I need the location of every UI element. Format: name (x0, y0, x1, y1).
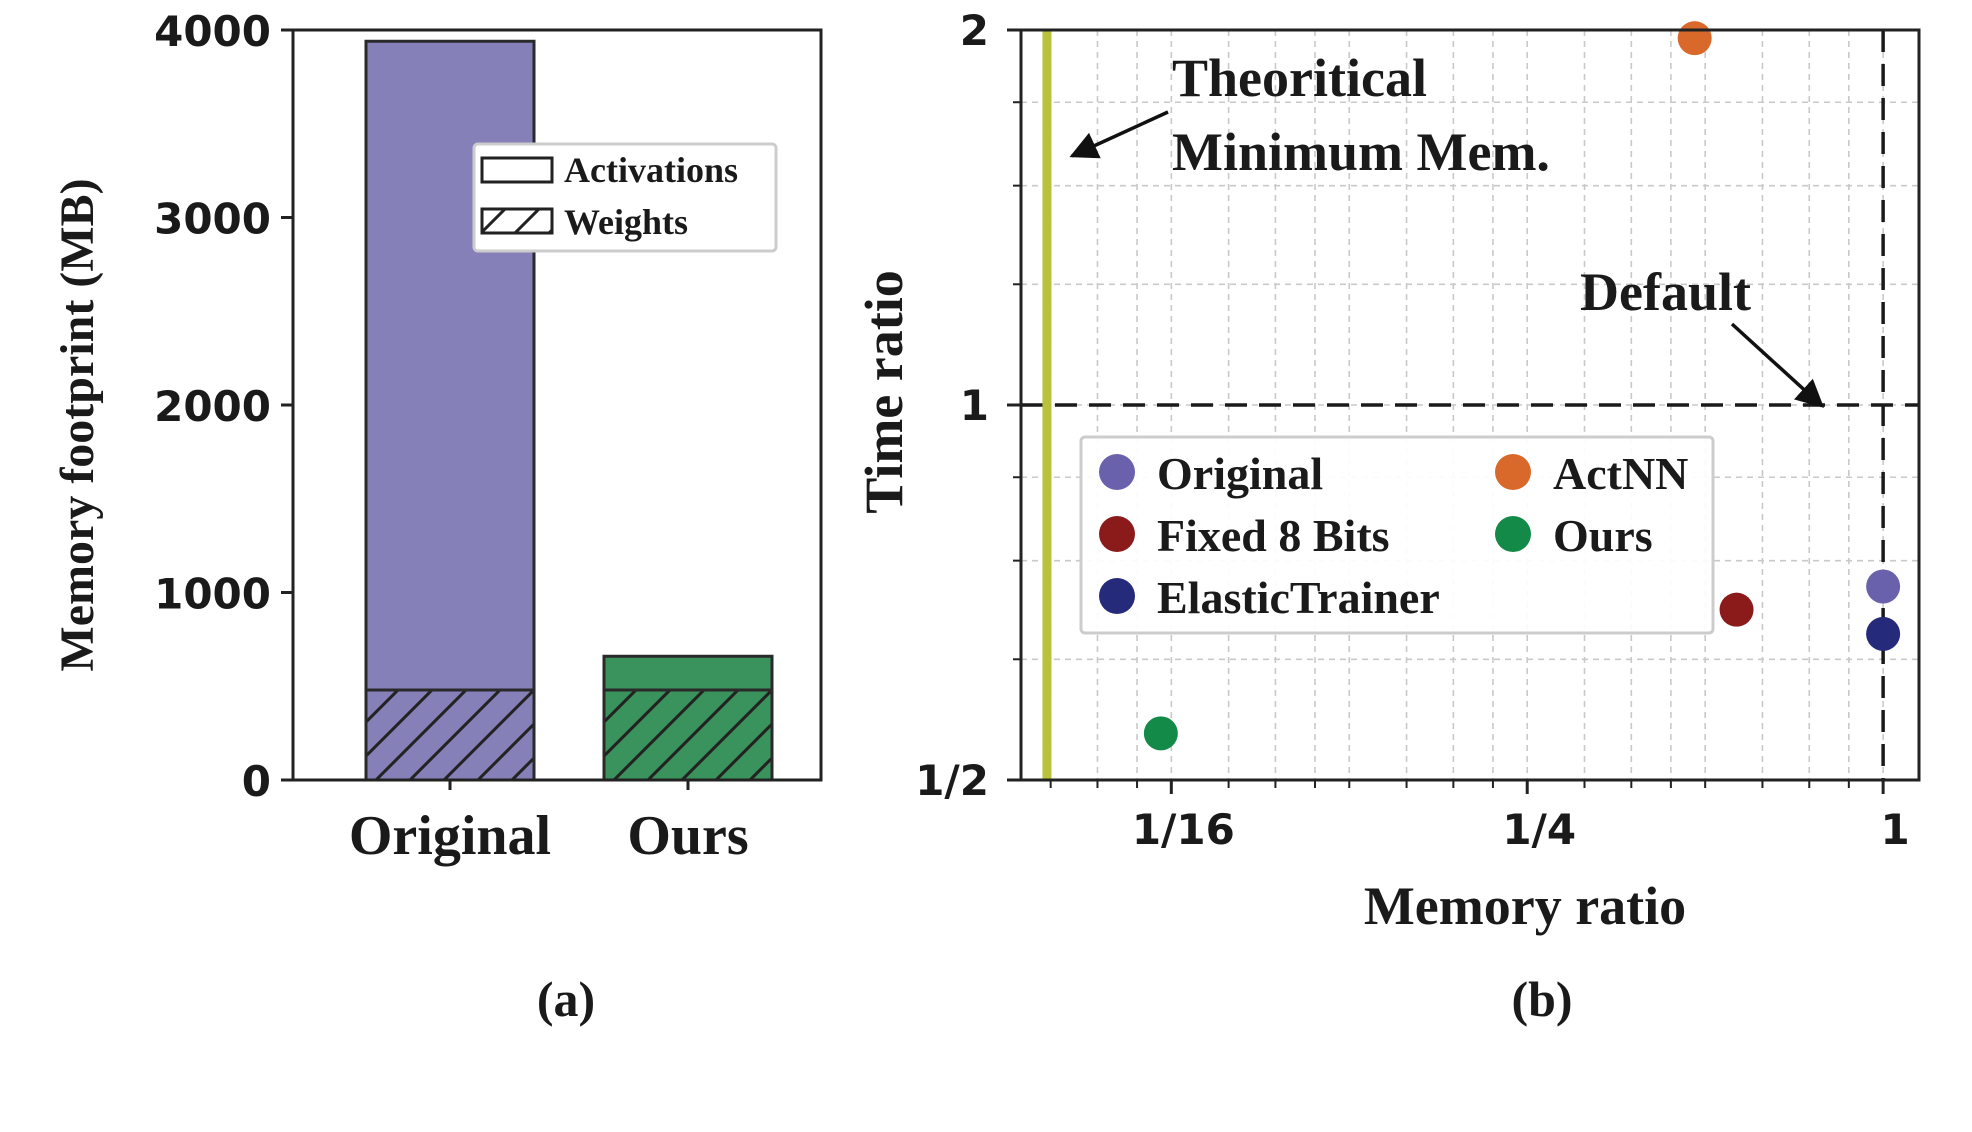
a-x-ticks: Original Ours (349, 780, 749, 867)
b-x-tick-label: 1 (1881, 805, 1910, 854)
a-caption: (a) (537, 971, 595, 1027)
b-annotation-default-arrow (1730, 322, 1825, 408)
b-legend-marker (1099, 454, 1135, 490)
b-y-axis-label: Time ratio (854, 270, 914, 513)
b-legend-entry-original: Original (1099, 448, 1323, 499)
b-x-tick-label: 1/16 (1132, 805, 1235, 854)
b-legend-marker (1099, 578, 1135, 614)
b-annotation-min-mem-arrow (1069, 110, 1169, 159)
b-legend-label: Fixed 8 Bits (1157, 510, 1390, 561)
a-legend-swatch-hatched (480, 207, 554, 235)
b-point-actnn (1677, 21, 1712, 56)
a-bars (364, 39, 774, 782)
a-legend-label-weights: Weights (564, 202, 688, 242)
b-y-tick-label: 1 (960, 381, 989, 430)
b-legend-label: ActNN (1553, 448, 1688, 499)
panel-b-scatter-chart: 1/16 1/4 1 1/2 1 2 Theoritical Minimum Mem. D… (854, 6, 1921, 1027)
b-x-axis-label: Memory ratio (1364, 876, 1686, 936)
a-y-tick-label: 1000 (154, 570, 271, 619)
b-legend-entry-actnn: ActNN (1495, 448, 1688, 499)
b-legend-entry-ours: Ours (1495, 510, 1653, 561)
panel-a-bar-chart: 0 1000 2000 3000 4000 Original Ours Memory fo… (51, 7, 823, 1027)
b-point-original (1866, 569, 1901, 604)
b-annotation-min-mem-line1: Theoritical (1172, 48, 1427, 108)
b-point-elastictrainer (1866, 616, 1901, 651)
b-legend-label: ElasticTrainer (1157, 572, 1440, 623)
b-reference-lines (1021, 30, 1919, 780)
a-y-tick-label: 3000 (154, 195, 271, 244)
a-bar-ours-weights-hatch (602, 688, 774, 782)
b-legend-label: Original (1157, 448, 1323, 499)
b-legend-entry-fixed-8-bits: Fixed 8 Bits (1099, 510, 1390, 561)
a-x-tick-label-ours: Ours (627, 805, 748, 867)
b-legend-marker (1099, 516, 1135, 552)
b-legend-label: Ours (1553, 510, 1653, 561)
a-x-tick-label-original: Original (349, 805, 551, 867)
b-annotation-min-mem: Theoritical Minimum Mem. (1069, 48, 1550, 182)
a-y-tick-label: 4000 (154, 7, 271, 56)
a-legend-entry-weights: Weights (480, 202, 688, 242)
a-bar-ours-activations (602, 654, 774, 692)
b-caption: (b) (1511, 971, 1572, 1027)
b-annotation-default: Default (1580, 262, 1825, 408)
a-axes-frame (291, 28, 823, 782)
b-legend-entry-elastictrainer: ElasticTrainer (1099, 572, 1440, 623)
b-legend-marker (1495, 516, 1531, 552)
b-y-tick-label: 2 (960, 6, 989, 55)
b-point-ours (1143, 716, 1178, 751)
a-y-axis-label: Memory footprint (MB) (51, 178, 104, 671)
b-legend-marker (1495, 454, 1531, 490)
a-bar-original-weights-hatch (364, 688, 536, 782)
a-legend-swatch-solid (480, 156, 554, 184)
a-bar-original-activations (364, 39, 536, 692)
b-x-tick-label: 1/4 (1502, 805, 1576, 854)
a-legend-label-activations: Activations (564, 150, 738, 190)
a-legend: Activations Weights (472, 142, 778, 253)
b-legend-box (1079, 435, 1715, 635)
b-point-fixed-8-bits (1719, 592, 1754, 627)
a-legend-entry-activations: Activations (480, 150, 738, 190)
b-ticks: 1/16 1/4 1 1/2 1 2 (915, 6, 1910, 854)
a-y-ticks: 0 1000 2000 3000 4000 (154, 7, 293, 806)
b-annotation-default-text: Default (1580, 262, 1751, 322)
a-y-tick-label: 0 (242, 757, 271, 806)
a-y-tick-label: 2000 (154, 382, 271, 431)
b-y-tick-label: 1/2 (915, 756, 989, 805)
b-annotation-min-mem-line2: Minimum Mem. (1172, 122, 1550, 182)
